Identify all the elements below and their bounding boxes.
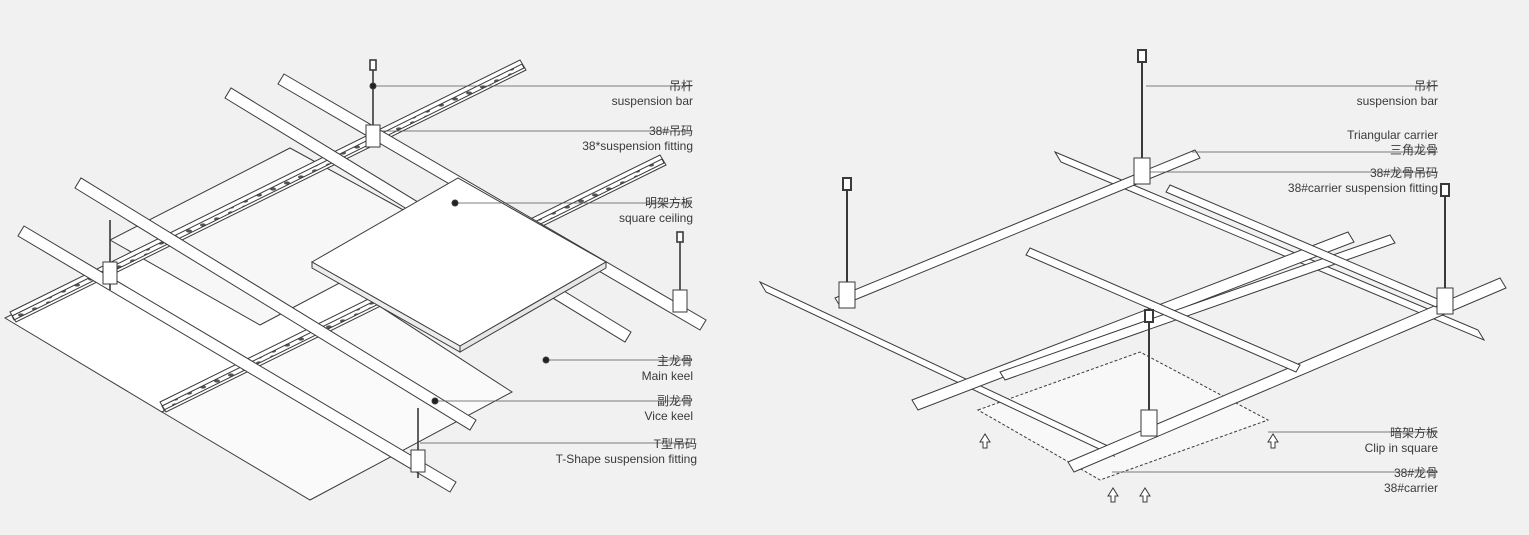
label-zh: T型吊码: [653, 437, 697, 451]
suspension-bar: [109, 59, 684, 478]
label-t-shape-fitting: T型吊码 T-Shape suspension fitting: [556, 437, 697, 467]
label-en: Main keel: [641, 369, 693, 383]
label-en: 38*suspension fitting: [582, 139, 693, 153]
label-clip-in-square: 暗架方板 Clip in square: [1365, 426, 1438, 456]
label-carrier-suspension-fitting: 38#龙骨吊码 38#carrier suspension fitting: [1288, 166, 1438, 196]
label-zh: 主龙骨: [656, 354, 693, 368]
label-zh: 吊杆: [668, 79, 693, 93]
left-leader-lines: [376, 85, 692, 444]
label-zh: 吊杆: [1413, 79, 1438, 93]
label-zh: 暗架方板: [1389, 426, 1438, 440]
label-suspension-fitting-left: 38#吊码 38*suspension fitting: [582, 124, 693, 154]
label-vice-keel: 副龙骨 Vice keel: [645, 394, 693, 424]
right-leader-lines: [1112, 85, 1438, 473]
up-arrow-icon: [979, 433, 1279, 503]
label-en: square ceiling: [618, 211, 693, 225]
carrier-suspension-fitting: [838, 157, 1454, 437]
label-38-carrier: 38#龙骨 38#carrier: [1384, 466, 1438, 496]
label-main-keel: 主龙骨 Main keel: [642, 354, 693, 384]
label-zh: 明架方板: [644, 196, 693, 210]
label-en: suspension bar: [611, 94, 693, 108]
label-triangular-carrier: Triangular carrier 三角龙骨: [1347, 128, 1438, 158]
label-en: Clip in square: [1364, 441, 1438, 455]
label-square-ceiling: 明架方板 square ceiling: [619, 196, 693, 226]
label-en: 38#carrier: [1383, 481, 1438, 495]
label-en: Triangular carrier: [1347, 128, 1438, 142]
left-diagram-exposed-grid-ceiling: [3, 59, 707, 501]
label-en: suspension bar: [1356, 94, 1438, 108]
label-zh: 38#龙骨吊码: [1369, 166, 1438, 180]
label-suspension-bar-left: 吊杆 suspension bar: [612, 79, 693, 109]
label-en: 38#carrier suspension fitting: [1287, 181, 1438, 195]
label-zh: 副龙骨: [656, 394, 693, 408]
label-zh: 38#吊码: [648, 124, 693, 138]
suspension-bar: [842, 49, 1450, 420]
clip-in-square-panel: [976, 351, 1270, 481]
label-en: T-Shape suspension fitting: [555, 452, 697, 466]
label-zh: 三角龙骨: [1389, 143, 1438, 157]
triangular-carrier: [834, 149, 1441, 381]
label-zh: 38#龙骨: [1393, 466, 1438, 480]
right-diagram-clip-in-ceiling: [758, 49, 1507, 503]
label-en: Vice keel: [644, 409, 693, 423]
label-suspension-bar-right: 吊杆 suspension bar: [1357, 79, 1438, 109]
suspension-fitting: [102, 124, 688, 473]
